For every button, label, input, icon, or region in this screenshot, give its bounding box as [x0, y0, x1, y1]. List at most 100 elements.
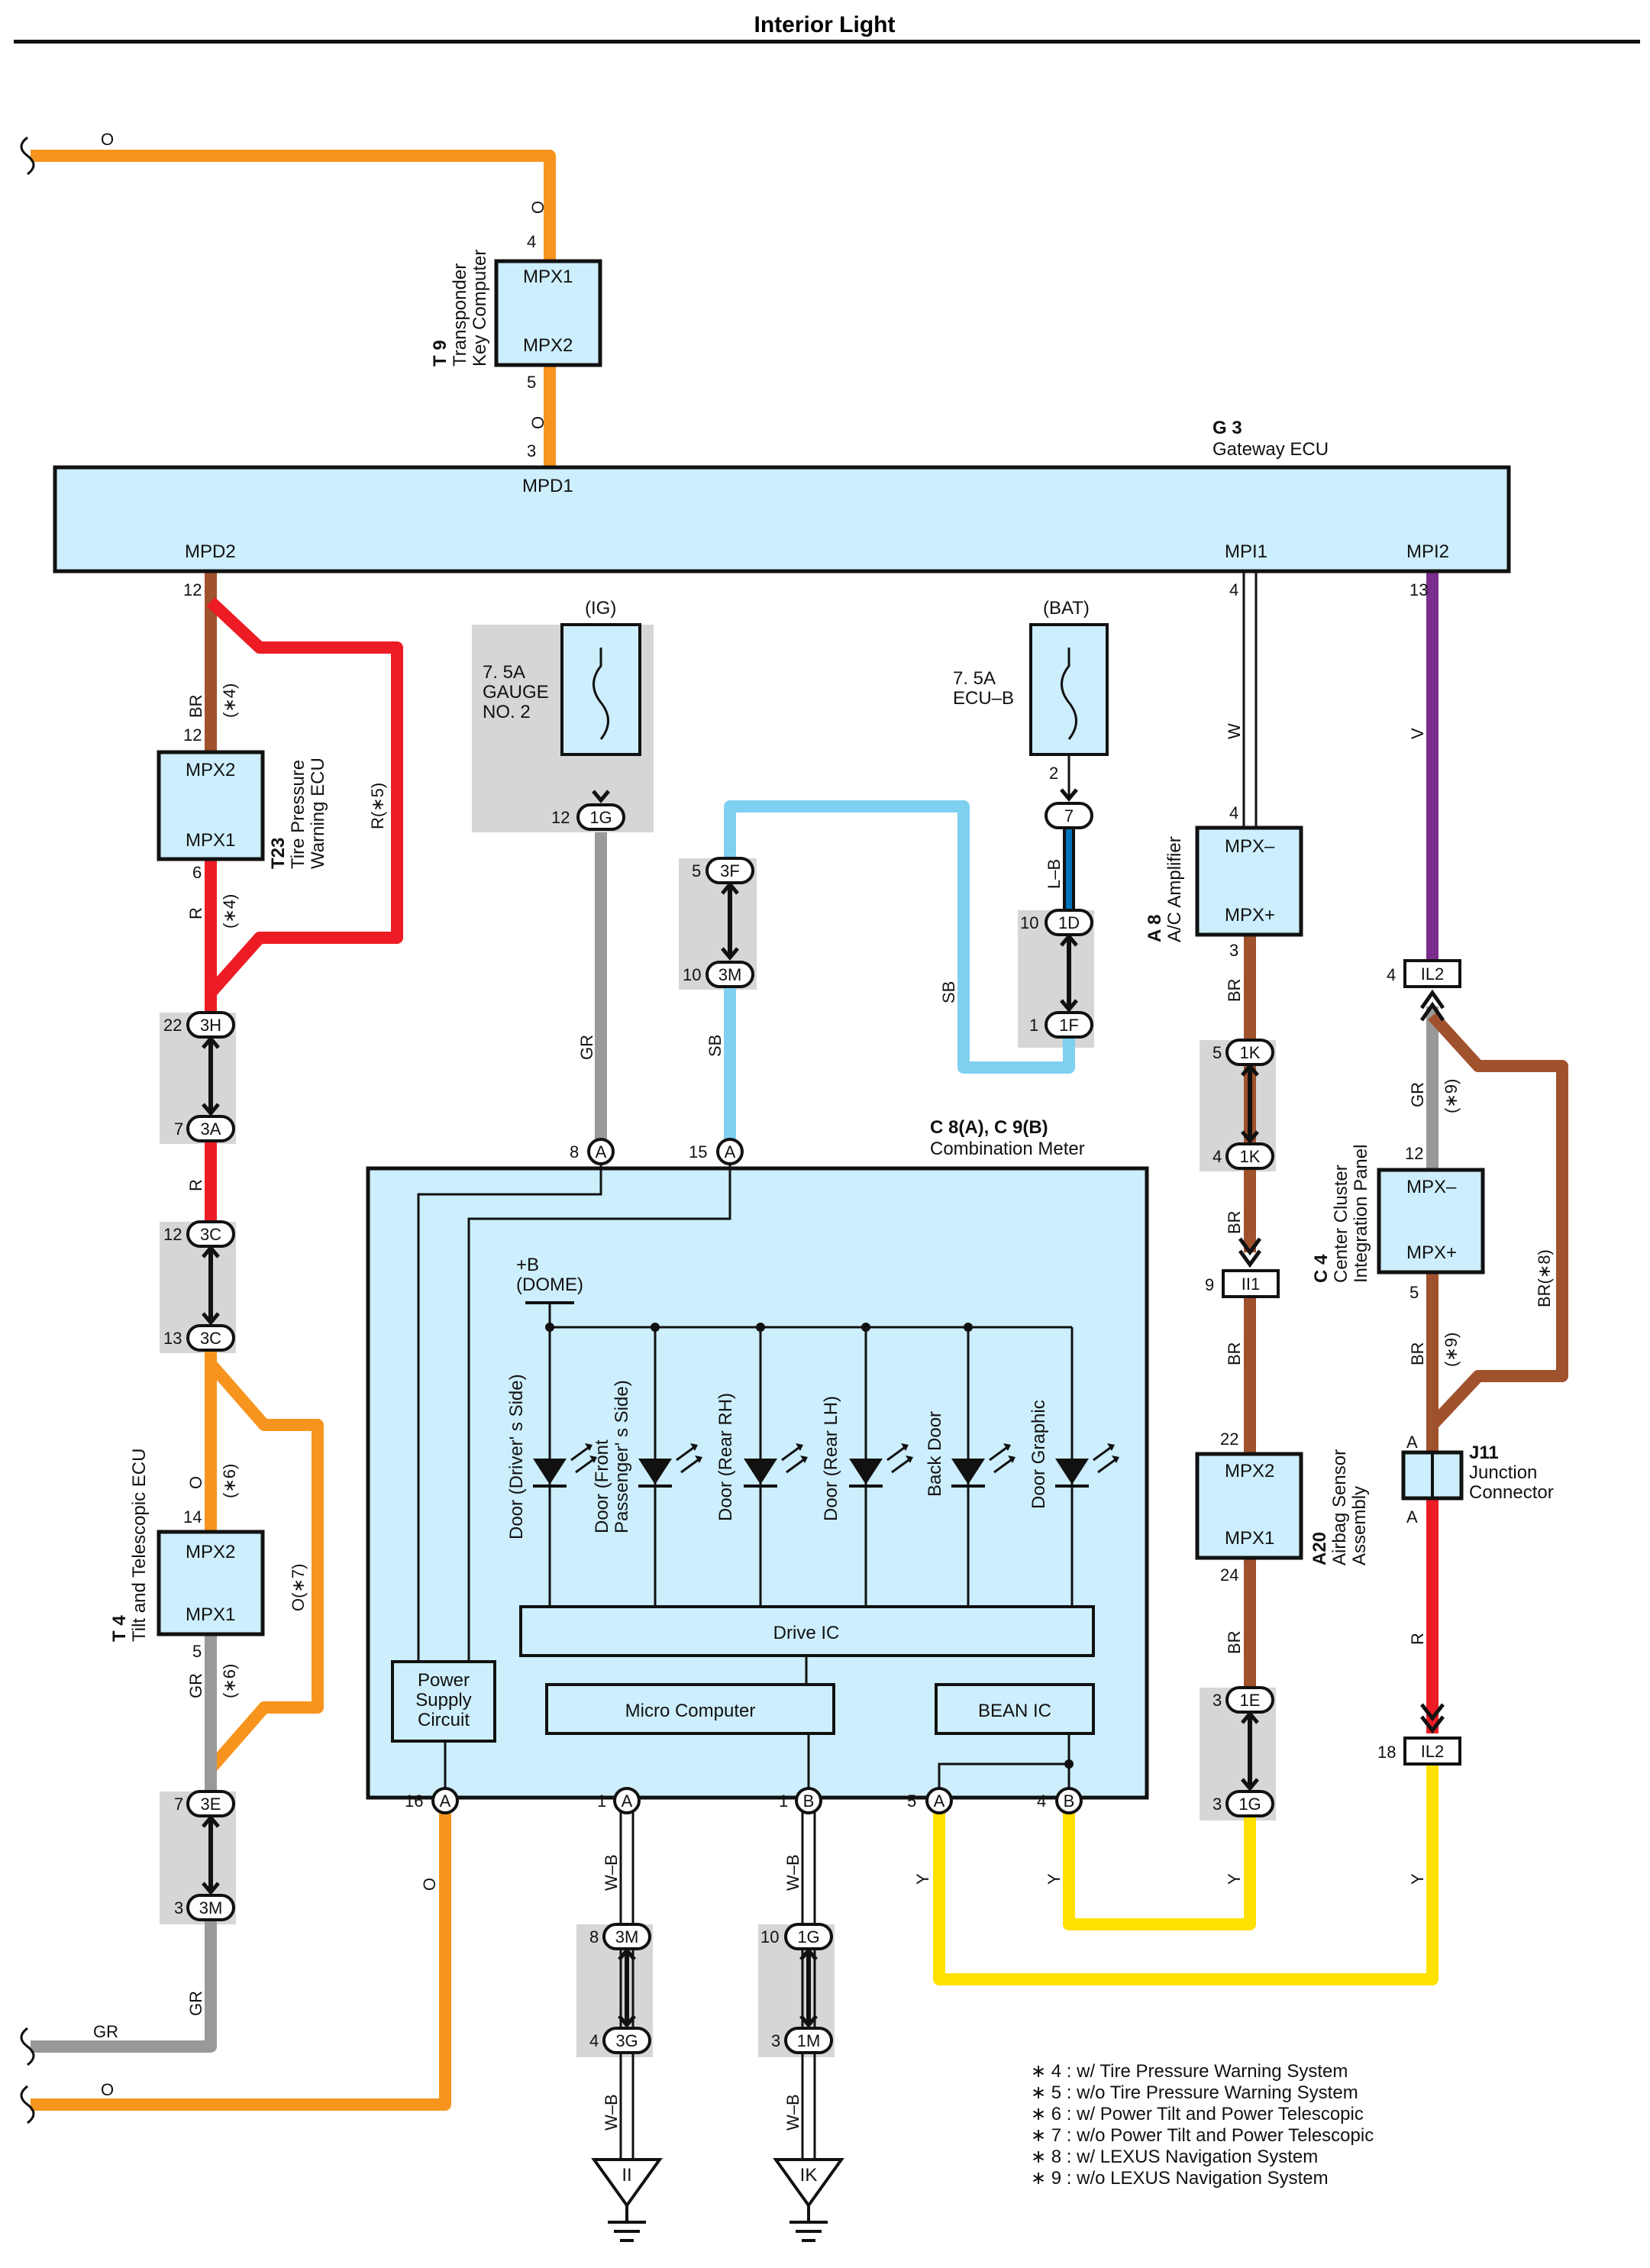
svg-text:9: 9 [1205, 1275, 1214, 1294]
svg-text:1G: 1G [1238, 1795, 1261, 1814]
pin-numbers: 4 5 3 12 12 6 12 5 10 2 10 1 4 13 4 3 4 … [163, 232, 1428, 2050]
meter-name: Combination Meter [930, 1139, 1085, 1159]
svg-text:3H: 3H [200, 1016, 221, 1035]
svg-text:II: II [622, 2165, 631, 2186]
led-door-rear-rh [744, 1327, 808, 1616]
wire-r-t5-loop [206, 597, 403, 997]
led-label-driver: Door (Driver' s Side) [506, 1374, 527, 1539]
tire-pressure-ecu-box [157, 750, 265, 861]
fuse-ig-element [593, 648, 609, 740]
wire-o-top [31, 150, 556, 261]
gateway-pin-mpd1: MPD1 [522, 476, 573, 496]
svg-text:Connector: Connector [1469, 1482, 1554, 1503]
svg-text:+B: +B [516, 1255, 539, 1275]
svg-text:A: A [622, 1791, 633, 1811]
led-label-passenger: Passenger' s Side) [612, 1380, 632, 1533]
svg-text:Y: Y [913, 1873, 932, 1885]
svg-text:Center Cluster: Center Cluster [1331, 1165, 1351, 1283]
svg-text:1D: 1D [1058, 913, 1080, 932]
svg-text:Tilt and Telescopic ECU: Tilt and Telescopic ECU [129, 1449, 150, 1642]
svg-text:18: 18 [1377, 1743, 1396, 1762]
note-6: ∗ 6 : w/ Power Tilt and Power Telescopic [1031, 2104, 1364, 2124]
svg-text:B: B [1064, 1791, 1075, 1811]
svg-text:A/C Amplifier: A/C Amplifier [1164, 836, 1185, 942]
svg-text:8: 8 [570, 1142, 579, 1161]
fuse-ig-box [560, 623, 641, 756]
meter-code: C 8(A), C 9(B) [930, 1117, 1048, 1138]
tilt-pin-mpx2: MPX2 [186, 1542, 235, 1562]
svg-text:R: R [186, 1179, 205, 1191]
svg-text:W–B: W–B [783, 2094, 802, 2131]
connectors: 1G 3F 3M 7 1D 1F 3H 3A 3C 3C 3E 3M 1K 1K [186, 802, 1461, 2054]
svg-text:Transponder: Transponder [450, 263, 470, 367]
note-5: ∗ 5 : w/o Tire Pressure Warning System [1031, 2082, 1358, 2103]
svg-text:BR: BR [1225, 1630, 1244, 1654]
svg-text:12: 12 [183, 580, 202, 599]
svg-text:4: 4 [1037, 1791, 1046, 1811]
fuse-bat-box [1029, 623, 1109, 756]
gateway-pin-mpi1: MPI1 [1225, 541, 1267, 562]
footnotes: ∗ 4 : w/ Tire Pressure Warning System ∗ … [1031, 2061, 1374, 2189]
tire-pressure-pin-mpx1: MPX1 [186, 830, 235, 851]
svg-text:GR: GR [577, 1035, 596, 1060]
svg-text:Y: Y [1045, 1873, 1064, 1885]
svg-text:4: 4 [527, 232, 536, 251]
led-door-graphic [1055, 1327, 1119, 1616]
svg-text:GR: GR [1408, 1082, 1427, 1107]
ac-amplifier-box [1195, 825, 1303, 937]
fuse-bat-header: (BAT) [1043, 598, 1090, 619]
svg-text:1E: 1E [1240, 1691, 1261, 1710]
wires [31, 150, 1568, 2160]
micro-computer-label: Micro Computer [625, 1701, 756, 1721]
svg-text:O: O [101, 2080, 114, 2099]
bean-ic-label: BEAN IC [978, 1701, 1051, 1721]
wire-labels: O O O BR (∗4) R (∗4) R(∗5) R O (∗6) O(∗7… [93, 130, 1554, 2131]
svg-text:A: A [440, 1791, 451, 1811]
svg-text:1G: 1G [589, 808, 612, 827]
svg-text:14: 14 [183, 1507, 202, 1527]
center-cluster-box [1377, 1168, 1485, 1275]
svg-text:10: 10 [683, 965, 701, 984]
svg-text:1: 1 [779, 1791, 788, 1811]
svg-text:O: O [528, 416, 547, 429]
note-4: ∗ 4 : w/ Tire Pressure Warning System [1031, 2061, 1348, 2082]
led-door-rear-lh [849, 1327, 913, 1616]
svg-text:3: 3 [1212, 1795, 1222, 1814]
svg-text:5: 5 [1409, 1283, 1419, 1302]
svg-text:7. 5A: 7. 5A [953, 668, 996, 689]
svg-text:3G: 3G [615, 2031, 638, 2050]
gateway-ecu-name: Gateway ECU [1212, 439, 1329, 460]
led-array [533, 1323, 1119, 1616]
svg-text:16: 16 [405, 1791, 423, 1811]
svg-text:3E: 3E [201, 1795, 221, 1814]
svg-text:3: 3 [1229, 941, 1238, 960]
wire-y-il2-bottom [933, 1764, 1439, 1985]
svg-text:8: 8 [589, 1927, 599, 1947]
svg-text:(∗4): (∗4) [220, 894, 239, 929]
svg-text:W–B: W–B [602, 1854, 621, 1891]
led-label-back-door: Back Door [925, 1411, 945, 1497]
svg-text:4: 4 [1212, 1147, 1222, 1166]
note-7: ∗ 7 : w/o Power Tilt and Power Telescopi… [1031, 2125, 1374, 2146]
svg-text:BR: BR [1225, 1342, 1244, 1365]
svg-text:1K: 1K [1240, 1147, 1261, 1166]
svg-text:O: O [420, 1878, 439, 1891]
fuse-bat-element [1061, 648, 1077, 740]
drive-ic-label: Drive IC [773, 1623, 840, 1643]
svg-text:NO. 2: NO. 2 [483, 702, 531, 722]
svg-text:3: 3 [527, 441, 536, 460]
svg-text:4: 4 [1387, 965, 1396, 984]
drive-ic-box [519, 1605, 1095, 1657]
wire-sb-3m [724, 800, 1075, 1074]
transponder-pin-mpx2: MPX2 [523, 335, 573, 356]
svg-text:GAUGE: GAUGE [483, 682, 549, 703]
svg-text:3: 3 [771, 2031, 780, 2050]
svg-text:(DOME): (DOME) [516, 1275, 583, 1295]
svg-text:3F: 3F [720, 861, 740, 880]
svg-text:5: 5 [527, 373, 536, 392]
gateway-pin-mpi2: MPI2 [1406, 541, 1449, 562]
svg-text:7: 7 [1064, 806, 1074, 825]
wire-br8-loop [1428, 1011, 1568, 1430]
svg-text:5: 5 [907, 1791, 916, 1811]
svg-text:IK: IK [800, 2165, 818, 2186]
